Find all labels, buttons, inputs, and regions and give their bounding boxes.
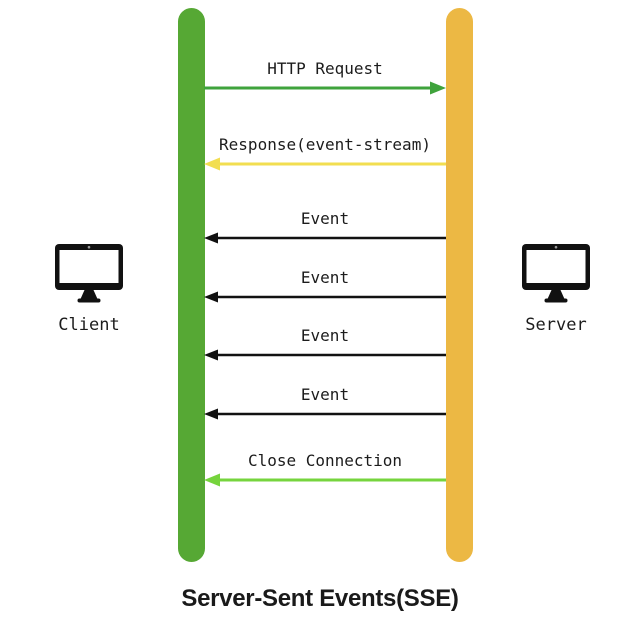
- arrow-head: [204, 349, 218, 361]
- client-lifeline-bar: [178, 8, 205, 562]
- message-label: Close Connection: [247, 451, 403, 470]
- message-event-3: Event: [204, 325, 446, 363]
- server-lifeline: [446, 8, 473, 562]
- arrow-head: [430, 81, 446, 95]
- arrow-head: [204, 157, 220, 171]
- arrow-left-icon: [204, 157, 446, 171]
- arrow-left-icon: [204, 291, 446, 303]
- message-event-4: Event: [204, 384, 446, 422]
- message-event-1: Event: [204, 208, 446, 246]
- arrow-left-icon: [204, 349, 446, 361]
- client-lifeline: [178, 8, 205, 562]
- message-label: Event: [300, 209, 350, 228]
- server-label: Server: [525, 315, 587, 335]
- arrow-head: [204, 408, 218, 420]
- arrow-head: [204, 232, 218, 244]
- message-label: HTTP Request: [267, 59, 383, 78]
- server-lifeline-bar: [446, 8, 473, 562]
- message-close-connection: Close Connection: [204, 450, 446, 488]
- arrow-head: [204, 291, 218, 303]
- arrow-right-icon: [204, 81, 446, 95]
- actor-client: Client: [54, 244, 124, 335]
- message-label: Event: [300, 268, 350, 287]
- message-label: Response(event-stream): [219, 135, 431, 154]
- arrow-left-icon: [204, 473, 446, 487]
- monitor-icon: [55, 244, 123, 303]
- arrow-head: [204, 473, 220, 487]
- message-event-2: Event: [204, 267, 446, 305]
- monitor-icon: [522, 244, 590, 303]
- arrow-left-icon: [204, 408, 446, 420]
- actor-server: Server: [521, 244, 591, 335]
- arrow-left-icon: [204, 232, 446, 244]
- client-label: Client: [58, 315, 120, 335]
- message-label: Event: [300, 385, 350, 404]
- message-http-request: HTTP Request: [204, 58, 446, 96]
- message-label: Event: [300, 326, 350, 345]
- diagram-title: Server-Sent Events(SSE): [181, 585, 459, 612]
- message-response: Response(event-stream): [204, 134, 446, 172]
